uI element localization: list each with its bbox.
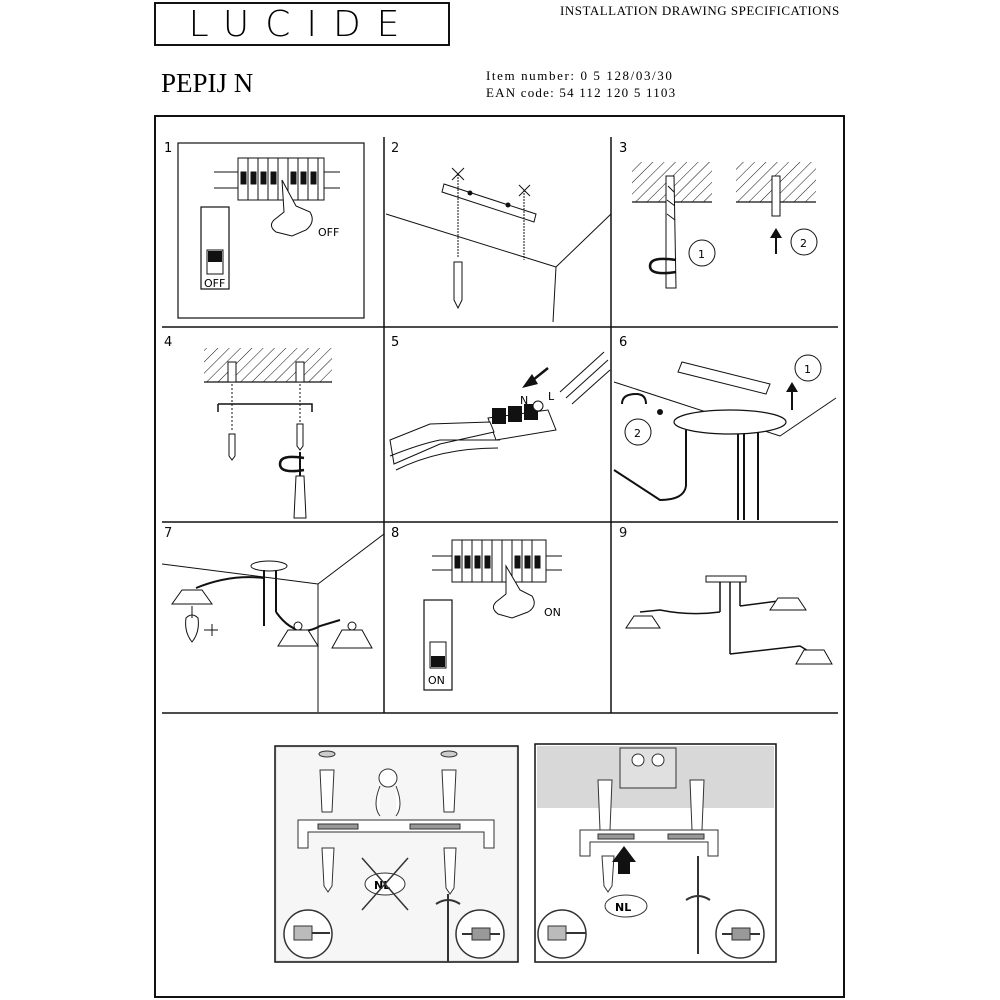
spec-title: INSTALLATION DRAWING SPECIFICATIONS xyxy=(560,3,840,18)
rotate-arrow-icon xyxy=(278,455,305,473)
up-arrow-icon xyxy=(770,228,782,238)
step-3-number: 3 xyxy=(619,141,627,156)
instruction-frame xyxy=(154,115,845,998)
step-3-panel: 3 1 2 xyxy=(619,141,818,289)
no-nl-badge: NL xyxy=(361,857,409,911)
lamp-shade-mid xyxy=(277,629,319,647)
step-4-number: 4 xyxy=(164,335,172,350)
rotate-arrow-icon xyxy=(648,257,677,275)
step-1-switch-label: OFF xyxy=(204,277,225,290)
step-1-panel: 1 OFF OFF xyxy=(164,141,365,319)
wire-l-label: L xyxy=(548,390,555,403)
lucide-logo: LUCIDE xyxy=(154,2,450,46)
bottom-right-panel: NL xyxy=(534,743,777,963)
step-3-callout-1: 1 xyxy=(698,248,705,261)
switch-on-icon: ON xyxy=(423,599,453,691)
lamp-shade-upper-right xyxy=(769,597,807,611)
lamp-shade-left xyxy=(171,589,213,605)
step-3-callout-2: 2 xyxy=(800,237,807,250)
mounting-bracket xyxy=(441,183,537,223)
step-7-number: 7 xyxy=(164,526,172,541)
step-8-hand-label: ON xyxy=(544,606,561,619)
item-number: Item number: 0 5 128/03/30 xyxy=(486,68,674,83)
ceiling-canopy xyxy=(673,409,787,435)
step-8-number: 8 xyxy=(391,526,399,541)
step-5-number: 5 xyxy=(391,335,399,350)
lamp-shade-left xyxy=(625,615,661,629)
bracket-side-view xyxy=(217,403,313,412)
ground-icon xyxy=(532,400,544,412)
logo-text: LUCIDE xyxy=(188,3,416,45)
step-6-number: 6 xyxy=(619,335,627,350)
step-2-panel: 2 xyxy=(385,141,612,323)
step-1-hand-label: OFF xyxy=(318,226,339,239)
screw-icon xyxy=(601,855,615,893)
pencil-icon xyxy=(453,261,463,310)
step-2-number: 2 xyxy=(391,141,399,156)
rotate-arrow-icon xyxy=(685,895,711,901)
wall-plug-icon xyxy=(319,769,335,813)
screw-icon xyxy=(321,847,335,893)
nl-badge: NL xyxy=(604,894,648,918)
step-9-panel: 9 xyxy=(619,526,833,665)
bottom-left-panel: NL xyxy=(274,745,519,963)
step-9-number: 9 xyxy=(619,526,627,541)
product-name: PEPIJ N xyxy=(161,68,254,98)
breaker-panel-icon xyxy=(214,157,340,201)
lamp-shade-right xyxy=(331,629,373,649)
step-6-panel: 6 1 2 xyxy=(613,335,837,520)
step-4-panel: 4 xyxy=(164,335,332,519)
ean-code: EAN code: 54 112 120 5 1103 xyxy=(486,85,677,100)
wall-plug-icon xyxy=(771,175,781,217)
step-6-callout-1: 1 xyxy=(804,363,811,376)
step-5-panel: 5 N L xyxy=(389,335,611,471)
rotate-bulb-icon xyxy=(204,624,218,636)
rotate-arrow-icon xyxy=(435,899,461,905)
cable-bundle xyxy=(389,421,495,465)
junction-box xyxy=(619,747,677,789)
wall-plug-icon xyxy=(597,779,613,831)
mounting-bracket xyxy=(677,361,771,395)
step-1-number: 1 xyxy=(164,141,172,156)
up-arrow-icon xyxy=(786,382,798,392)
hand-icon xyxy=(270,179,313,237)
rotate-arrow-icon xyxy=(621,392,647,405)
right-nl-badge: NL xyxy=(615,901,631,914)
step-6-callout-2: 2 xyxy=(634,427,641,440)
up-arrow-icon xyxy=(612,846,636,874)
step-8-panel: 8 ON ON xyxy=(391,526,562,691)
screw-icon xyxy=(228,433,236,461)
wire-n-label: N xyxy=(520,394,528,407)
screwdriver-icon xyxy=(293,475,307,519)
cable-connector-icon xyxy=(378,768,398,788)
step-7-panel: 7 xyxy=(161,526,385,712)
hand-icon xyxy=(492,564,535,619)
panel-grid xyxy=(162,137,838,714)
step-8-switch-label: ON xyxy=(428,674,445,687)
ceiling-canopy xyxy=(250,560,288,572)
breaker-panel-icon xyxy=(432,539,562,583)
screw-icon xyxy=(657,409,663,415)
ceiling-canopy xyxy=(705,575,747,583)
bulb-icon xyxy=(185,614,199,643)
switch-off-icon: OFF xyxy=(200,206,230,290)
lamp-shade-lower-right xyxy=(795,649,833,665)
